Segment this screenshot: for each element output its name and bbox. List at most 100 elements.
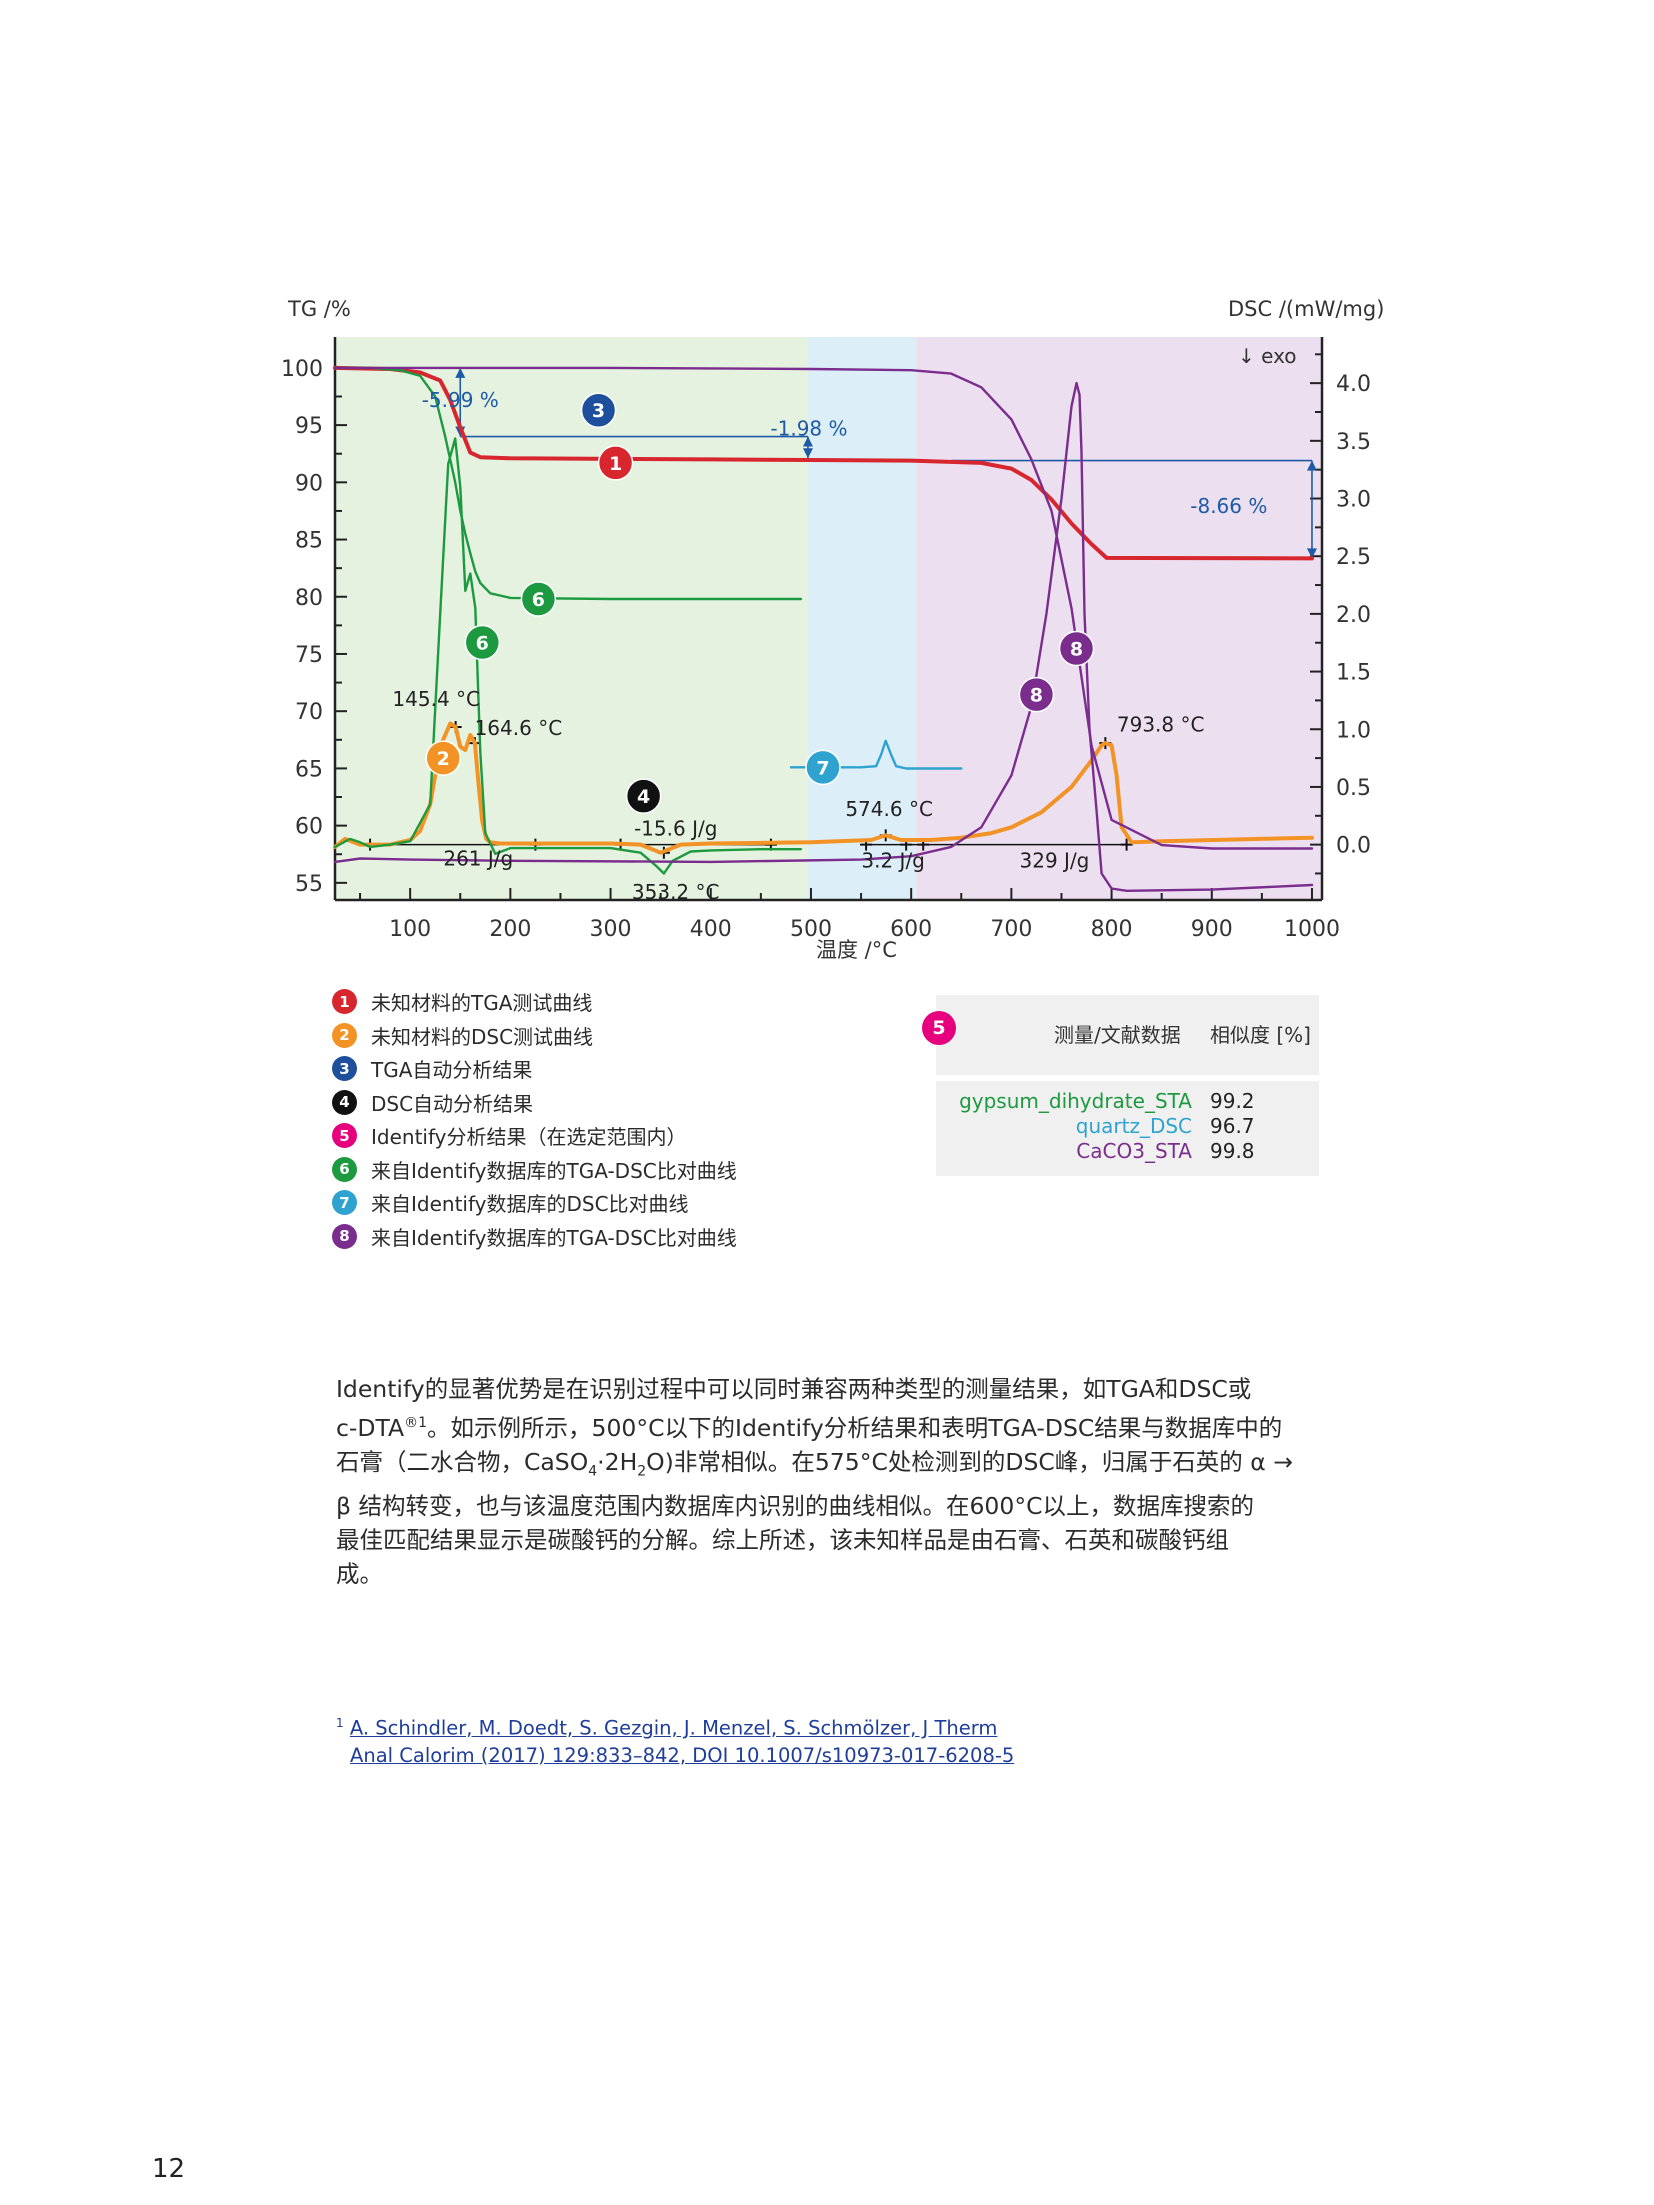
y-left-tick-label: 60 xyxy=(295,815,323,840)
y-right-tick-label: 0.0 xyxy=(1336,834,1371,859)
subscript: 2 xyxy=(637,1463,647,1480)
legend-badge: 7 xyxy=(332,1190,357,1216)
result-row-name: CaCO3_STA xyxy=(1076,1139,1192,1163)
footnote-line[interactable]: Anal Calorim (2017) 129:833–842, DOI 10.… xyxy=(350,1743,1015,1767)
text-span: 石膏（二水合物，CaSO xyxy=(336,1447,589,1476)
temperature-region xyxy=(335,337,808,900)
x-tick-label: 900 xyxy=(1191,917,1233,942)
footnote-reference[interactable]: 1 A. Schindler, M. Doedt, S. Gezgin, J. … xyxy=(336,1710,1096,1769)
y-left-tick-label: 70 xyxy=(295,700,323,725)
series-marker-label: 4 xyxy=(637,786,650,808)
paragraph-line: 成。 xyxy=(336,1559,383,1588)
legend-label: 来自Identify数据库的TGA-DSC比对曲线 xyxy=(371,1225,737,1250)
y-left-tick-label: 80 xyxy=(295,586,323,611)
legend-badge: 6 xyxy=(332,1156,357,1182)
legend-item: 8 来自Identify数据库的TGA-DSC比对曲线 xyxy=(332,1220,737,1254)
series-marker-label: 2 xyxy=(437,748,450,770)
result-row-value: 96.7 xyxy=(1210,1114,1255,1138)
legend-label: 未知材料的DSC测试曲线 xyxy=(371,1024,594,1049)
series-line-1 xyxy=(333,365,1314,561)
series-marker xyxy=(1058,630,1095,667)
exo-direction-label: ↓ exo xyxy=(1238,344,1297,368)
annotation-label: 793.8 °C xyxy=(1117,713,1205,737)
annotation-label: -1.98 % xyxy=(770,416,847,440)
series-marker-label: 8 xyxy=(1070,638,1083,660)
legend-badge: 3 xyxy=(332,1056,357,1082)
x-tick-label: 600 xyxy=(890,917,932,942)
legend-item: 2 未知材料的DSC测试曲线 xyxy=(332,1019,737,1053)
y-left-tick-label: 55 xyxy=(295,872,323,897)
legend-badge: 2 xyxy=(332,1022,357,1048)
legend-label: 来自Identify数据库的DSC比对曲线 xyxy=(371,1192,689,1217)
legend-label: DSC自动分析结果 xyxy=(371,1091,534,1116)
result-header-data: 测量/文献数据 xyxy=(1054,1023,1181,1047)
superscript: ®1 xyxy=(404,1415,428,1431)
legend-badge: 5 xyxy=(332,1123,357,1149)
series-marker xyxy=(464,624,501,661)
result-row-value: 99.2 xyxy=(1210,1089,1255,1113)
annotation-label: 261 J/g xyxy=(443,846,513,870)
series-marker xyxy=(1018,676,1055,713)
y-left-tick-label: 100 xyxy=(281,357,323,382)
y-left-tick-label: 90 xyxy=(295,471,323,496)
text-span: 。如示例所示，500°C以下的Identify分析结果和表明TGA-DSC结果与… xyxy=(427,1413,1283,1442)
x-tick-label: 1000 xyxy=(1284,917,1340,942)
x-axis-title: 温度 /°C xyxy=(816,938,897,962)
y-right-tick-label: 3.0 xyxy=(1336,488,1371,513)
result-header-similarity: 相似度 [%] xyxy=(1210,1023,1311,1047)
series-line-6b xyxy=(333,437,803,875)
chart-series xyxy=(333,365,1314,892)
series-marker-label: 6 xyxy=(476,633,489,655)
temperature-region-shading xyxy=(335,337,1322,900)
y-right-axis-title: DSC /(mW/mg) xyxy=(1228,297,1384,321)
legend-label: Identify分析结果（在选定范围内） xyxy=(371,1125,687,1150)
y-right-tick-label: 0.5 xyxy=(1336,776,1371,801)
legend-item: 1 未知材料的TGA测试曲线 xyxy=(332,985,737,1019)
series-marker xyxy=(580,392,617,428)
legend-item: 7 来自Identify数据库的DSC比对曲线 xyxy=(332,1186,737,1220)
paragraph-line: 石膏（二水合物，CaSO4·2H2O)非常相似。在575°C处检测到的DSC峰，… xyxy=(336,1445,1336,1489)
x-tick-label: 800 xyxy=(1091,917,1133,942)
legend-badge: 8 xyxy=(332,1223,357,1249)
series-marker-label: 8 xyxy=(1030,685,1043,707)
series-marker xyxy=(805,749,841,786)
series-marker xyxy=(597,445,634,481)
annotation-label: 574.6 °C xyxy=(845,797,933,821)
arrow-head xyxy=(455,367,466,378)
result-table-body-bg xyxy=(936,1081,1319,1176)
y-left-tick-label: 65 xyxy=(295,757,323,782)
annotation-label: -15.6 J/g xyxy=(634,816,717,840)
legend-label: 未知材料的TGA测试曲线 xyxy=(371,991,593,1016)
annotation-label: -5.99 % xyxy=(422,388,499,412)
legend-badge: 1 xyxy=(332,989,357,1015)
y-right-tick-label: 1.5 xyxy=(1336,661,1371,686)
text-span: ·2H xyxy=(597,1447,638,1476)
series-line-7 xyxy=(789,739,963,770)
chart-axes xyxy=(333,337,1324,902)
y-right-tick-label: 3.5 xyxy=(1336,430,1371,455)
annotation-label: 3.2 J/g xyxy=(861,849,925,873)
result-row-name: gypsum_dihydrate_STA xyxy=(959,1089,1192,1113)
x-tick-label: 200 xyxy=(489,917,531,942)
body-paragraph: Identify的显著优势是在识别过程中可以同时兼容两种类型的测量结果，如TGA… xyxy=(336,1372,1336,1591)
arrow-head xyxy=(1306,548,1317,559)
subscript: 4 xyxy=(588,1463,598,1480)
x-tick-label: 500 xyxy=(790,917,832,942)
x-tick-label: 300 xyxy=(590,917,632,942)
series-marker xyxy=(520,581,557,617)
series-line-8 xyxy=(333,366,1314,850)
evaluation-cross xyxy=(1120,838,1133,851)
footnote-marker: 1 xyxy=(336,1716,344,1730)
y-right-tick-label: 2.0 xyxy=(1336,603,1371,628)
paragraph-line: 最佳匹配结果显示是碳酸钙的分解。综上所述，该未知样品是由石膏、石英和碳酸钙组 xyxy=(336,1525,1229,1554)
annotation-label: 353.2 °C xyxy=(632,880,720,904)
legend-item: 5 Identify分析结果（在选定范围内） xyxy=(332,1119,737,1153)
arrow-head xyxy=(802,436,813,447)
footnote-line[interactable]: A. Schindler, M. Doedt, S. Gezgin, J. Me… xyxy=(349,1716,998,1740)
arrow-head xyxy=(802,448,813,459)
